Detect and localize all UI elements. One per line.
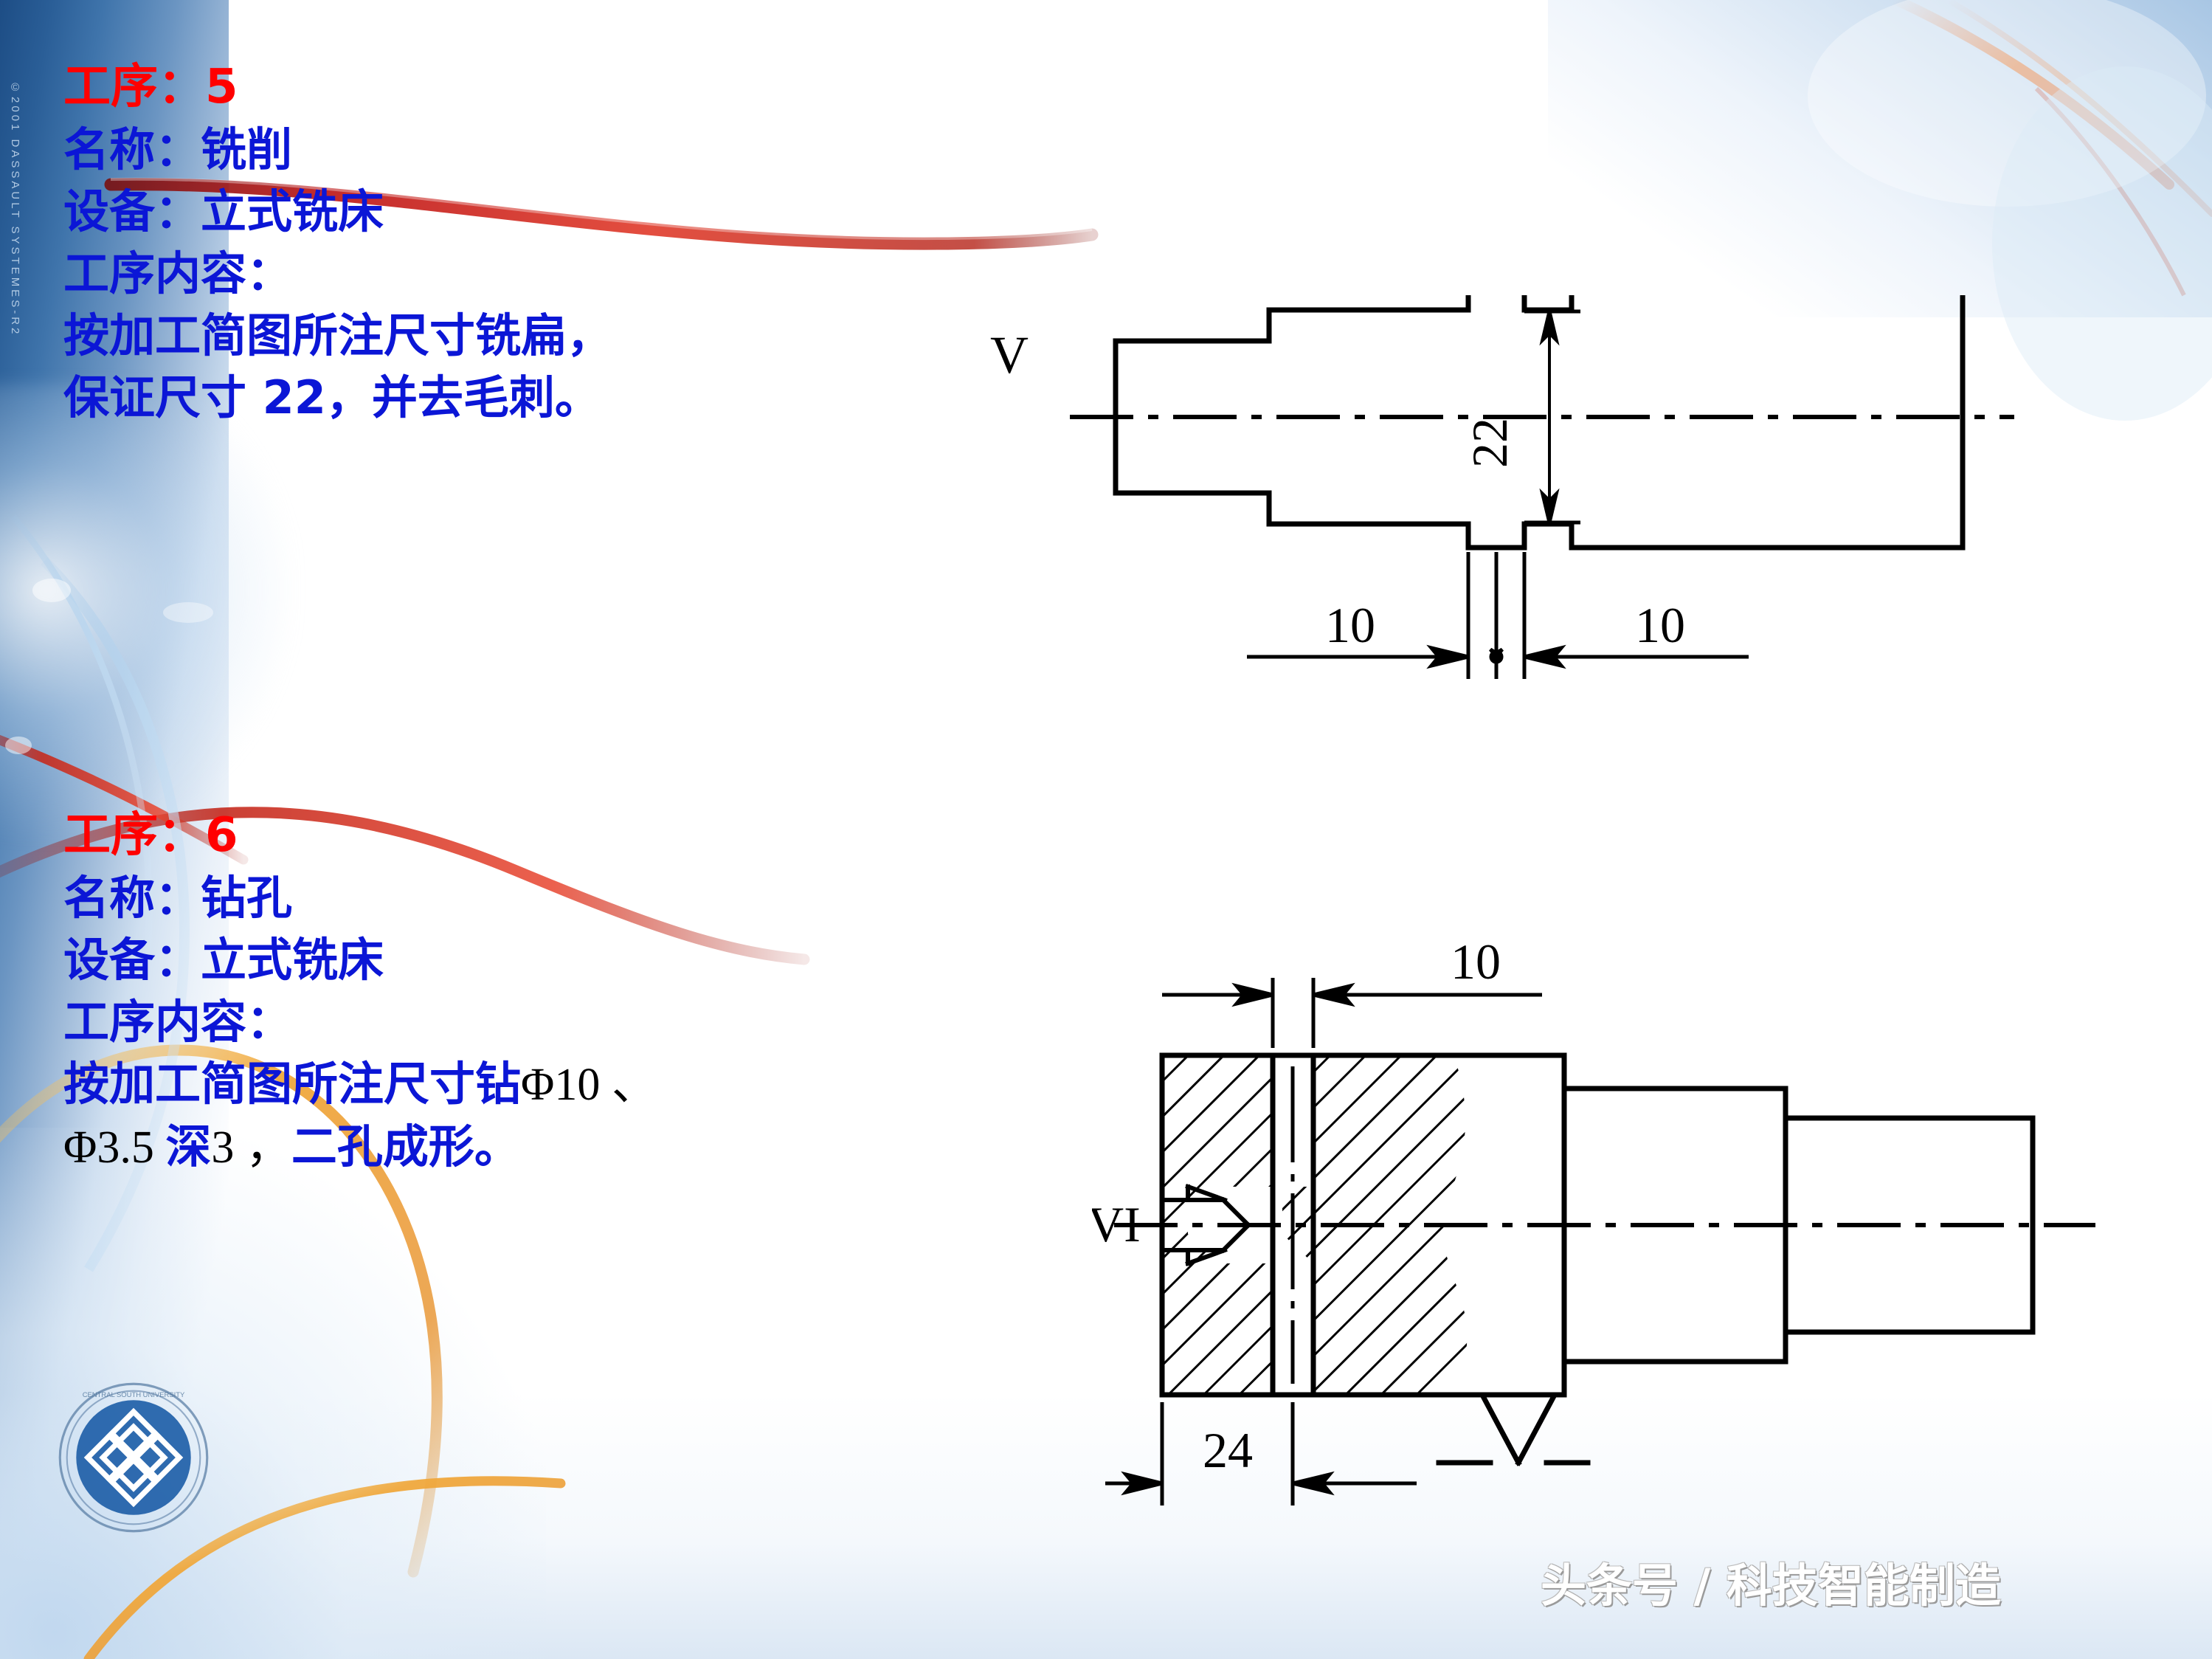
process-6-heading: 工序：6 [63,812,657,859]
process-5-content-line-2: 保证尺寸 22，并去毛刺。 [63,375,612,421]
process-6-content-line-2: Φ3.5 深3 ，二孔成形。 [63,1122,657,1173]
drawing-drilling-section-vi: VI 10 24 [1092,937,2095,1505]
process-6-heading-number: 6 [205,808,238,863]
process-5-name-line: 名称：铣削 [63,127,612,173]
process-6-diameter-10: Φ10 、 [521,1060,657,1110]
dimension-22-label: 22 [1462,418,1518,468]
drawing-milling-view-v: V 22 10 10 [990,295,2014,679]
dimension-10-right-label: 10 [1635,597,1685,653]
view-label-v: V [990,325,1029,384]
process-5-heading-label: 工序： [63,60,205,114]
process-5-name-label: 名称： [63,123,201,176]
process-6-name-value: 钻孔 [201,871,293,925]
process-5-content-line-2-a: 保证尺寸 [63,370,263,424]
process-6-content-line-1-a: 按加工简图所注尺寸钻 [63,1057,522,1111]
process-6-equipment-value: 立式铣床 [201,933,384,987]
process-6-content-label: 工序内容： [63,995,293,1049]
process-5-equipment-value: 立式铣床 [201,184,384,238]
process-5-content-label: 工序内容： [63,246,293,300]
view-label-vi: VI [1092,1196,1141,1252]
copyright-vertical-text: ©2001 DASSAULT SYSTEMES-R2 [9,81,21,337]
process-6-name-label: 名称： [63,871,201,925]
watermark-text: 头条号 / 科技智能制造 [1541,1559,2001,1613]
process-5-heading-number: 5 [205,60,238,114]
background-left-glow [0,384,295,841]
dimension-24-label: 24 [1203,1422,1253,1478]
process-6-text-block: 工序：6 名称：钻孔 设备：立式铣床 工序内容： 按加工简图所注尺寸钻Φ10 、… [63,812,657,1187]
process-6-name-line: 名称：钻孔 [63,875,657,921]
central-south-university-logo: CENTRAL SOUTH UNIVERSITY [58,1382,209,1533]
process-6-equipment-line: 设备：立式铣床 [63,937,657,983]
process-6-two-holes-text: 二孔成形 [291,1120,474,1173]
process-5-equipment-label: 设备： [63,184,201,238]
dimension-10-left-label: 10 [1325,597,1375,653]
process-6-depth-value: 3 ， [211,1122,291,1173]
process-5-content-line-1: 按加工简图所注尺寸铣扁， [63,308,613,362]
background-top-right-gradient [1548,0,2212,317]
process-5-heading: 工序：5 [63,63,612,111]
process-5-dimension-22: 22 [262,370,326,424]
process-5-text-block: 工序：5 名称：铣削 设备：立式铣床 工序内容： 按加工简图所注尺寸铣扁， 保证… [63,63,612,437]
process-6-content-period: 。 [474,1120,520,1173]
process-6-equipment-label: 设备： [63,933,201,987]
process-6-depth-label: 深 [165,1120,212,1173]
svg-text:CENTRAL SOUTH UNIVERSITY: CENTRAL SOUTH UNIVERSITY [83,1391,185,1399]
process-5-equipment-line: 设备：立式铣床 [63,189,612,235]
process-5-content-line-2-c: ，并去毛刺。 [325,370,601,424]
surface-symbol [1436,1393,1591,1466]
process-5-name-value: 铣削 [201,123,293,176]
dimension-10-top-label: 10 [1451,937,1501,990]
process-6-heading-label: 工序： [63,808,205,863]
process-6-content-line-1: 按加工简图所注尺寸钻Φ10 、 [63,1061,657,1108]
process-6-diameter-3p5: Φ3.5 [63,1122,166,1173]
